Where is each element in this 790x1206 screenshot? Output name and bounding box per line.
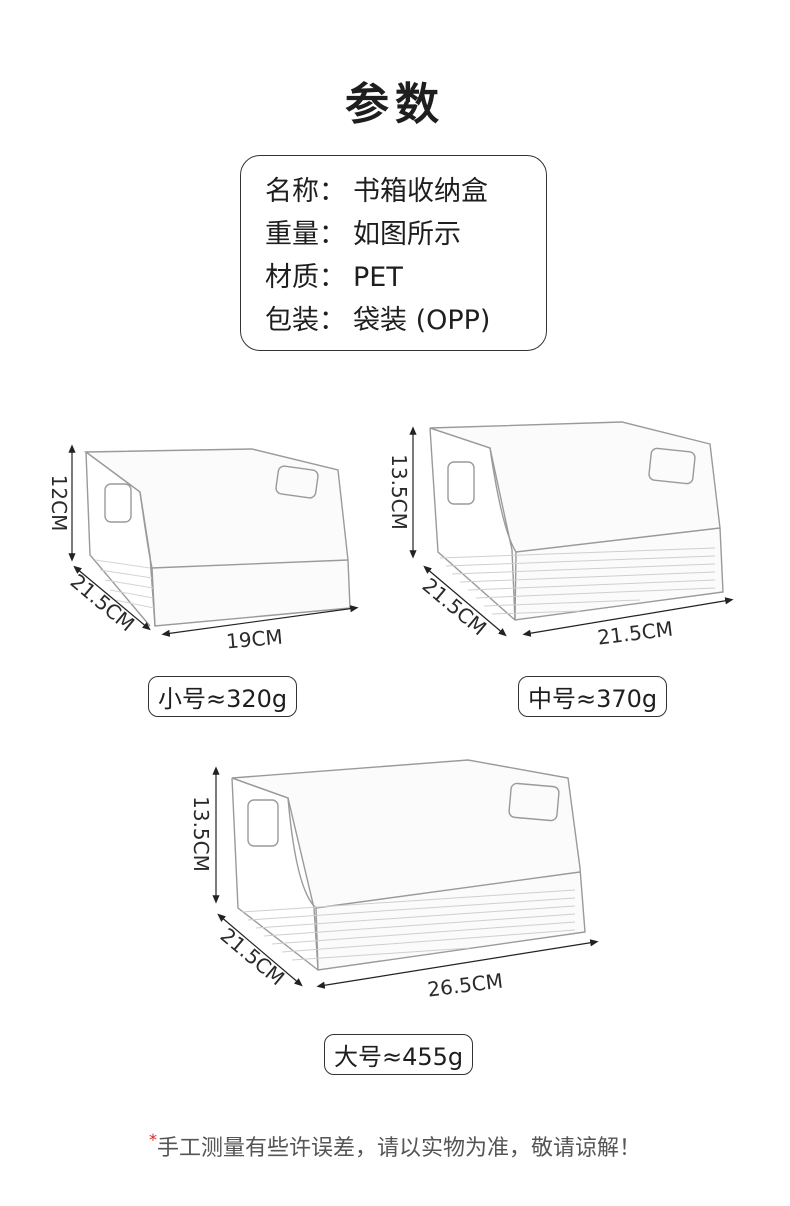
spec-value: PET [353, 262, 403, 293]
size-label-large: 大号≈455g [324, 1034, 474, 1075]
large-box-illustration: 13.5CM 21.5CM 26.5CM [189, 759, 599, 1002]
note-text: 手工测量有些许误差，请以实物为准，敬请谅解！ [156, 1136, 641, 1161]
box-outline [83, 448, 351, 627]
small-box-illustration: 12CM 21.5CM 19CM [47, 444, 359, 654]
spec-value: 袋装 (OPP) [353, 305, 491, 336]
width-dimension: 21.5CM [596, 617, 674, 650]
spec-row-name: 名称：书箱收纳盒 [265, 170, 546, 213]
spec-row-packaging: 包装：袋装 (OPP) [265, 299, 546, 342]
depth-dimension: 21.5CM [216, 923, 289, 990]
spec-box: 名称：书箱收纳盒 重量：如图所示 材质：PET 包装：袋装 (OPP) [240, 155, 547, 351]
spec-row-material: 材质：PET [265, 256, 546, 299]
measurement-note: *手工测量有些许误差，请以实物为准，敬请谅解！ [0, 1130, 790, 1162]
page-title: 参数 [345, 79, 445, 130]
spec-key: 包装 [265, 305, 319, 336]
spec-row-weight: 重量：如图所示 [265, 213, 546, 256]
medium-box-illustration: 13.5CM 21.5CM 21.5CM [387, 421, 734, 650]
width-dimension: 26.5CM [426, 969, 504, 1002]
spec-sep: ： [319, 262, 346, 293]
asterisk-icon: * [148, 1130, 157, 1149]
size-label-medium: 中号≈370g [518, 676, 668, 717]
height-dimension: 12CM [47, 475, 71, 532]
spec-sep: ： [319, 176, 346, 207]
spec-key: 重量 [265, 219, 319, 250]
spec-key: 名称 [265, 176, 319, 207]
spec-value: 书箱收纳盒 [353, 176, 488, 207]
depth-dimension: 21.5CM [418, 573, 491, 640]
spec-sep: ： [319, 305, 346, 336]
size-label-small: 小号≈320g [148, 676, 298, 717]
height-dimension: 13.5CM [189, 796, 213, 872]
height-dimension: 13.5CM [387, 454, 411, 530]
spec-sep: ： [319, 219, 346, 250]
spec-key: 材质 [265, 262, 319, 293]
spec-value: 如图所示 [353, 219, 461, 250]
width-dimension: 19CM [225, 625, 284, 654]
